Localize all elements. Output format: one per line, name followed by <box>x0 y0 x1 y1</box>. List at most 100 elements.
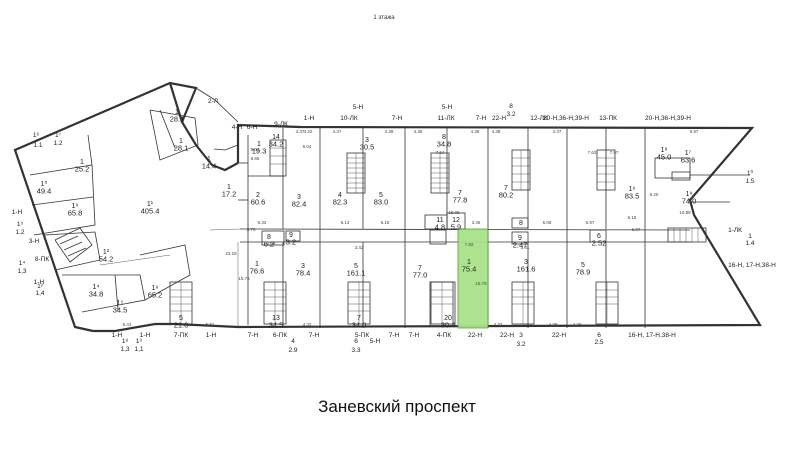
axis-label-bottom: 7-Н <box>389 332 400 339</box>
room-area: 65.8 <box>68 209 83 218</box>
stair-7pk <box>169 281 193 325</box>
room[interactable]: 114.8 <box>435 217 445 232</box>
room[interactable]: 382.4 <box>292 194 307 209</box>
room[interactable]: 8 <box>519 220 523 227</box>
dimension-label: 23.18 <box>225 251 237 256</box>
room-area: 17.2 <box>222 190 237 199</box>
room[interactable]: 119.3 <box>252 141 267 156</box>
room-number: 7 <box>357 315 361 322</box>
room-number: 13 <box>272 315 280 322</box>
room[interactable]: 62.52 <box>592 233 607 248</box>
dimension-label: 6.20 <box>650 192 659 197</box>
room-area: 83.5 <box>625 192 640 201</box>
dimension-label: 4.38 <box>492 129 501 134</box>
axis-label-bottom: 1-Н <box>112 332 123 339</box>
highlighted-unit[interactable] <box>457 228 489 329</box>
dimension-label: 4.38 <box>549 322 558 327</box>
room-area: 45.0 <box>657 153 672 162</box>
room[interactable]: 777.8 <box>453 190 468 205</box>
room[interactable]: 378.4 <box>296 263 311 278</box>
axis-label-bottom: 3.3 <box>351 347 360 354</box>
room[interactable]: 330.5 <box>360 137 375 152</box>
axis-label-bottom: 1⁹ <box>136 338 143 345</box>
room[interactable]: 260.6 <box>251 192 266 207</box>
room-number: 1⁸ <box>661 147 668 154</box>
room-number: 1⁶ <box>629 186 636 193</box>
dimension-label: 6.32 <box>258 220 267 225</box>
room[interactable]: 117.2 <box>222 184 237 199</box>
room[interactable]: 734.0 <box>352 315 367 330</box>
axis-label-bottom: 5-Н <box>370 338 381 345</box>
stair-3 <box>511 281 535 325</box>
axis-label-side: 1.2 <box>53 140 62 147</box>
room[interactable]: 128.1 <box>170 109 185 124</box>
room-area: 5.9 <box>451 223 461 232</box>
stair-11lk <box>430 152 450 194</box>
dimension-label: 7.64 <box>436 150 445 155</box>
room[interactable]: 583.0 <box>374 192 389 207</box>
axis-label-top: 6-Н <box>247 124 258 131</box>
room[interactable]: 125.9 <box>451 217 461 232</box>
room[interactable]: 578.9 <box>576 262 591 277</box>
axis-label-side: 1.1 <box>33 142 42 149</box>
axis-label-top: 20-Н,36-Н,39-Н <box>645 115 691 122</box>
room-area: 82.4 <box>292 200 307 209</box>
dimension-label: 4.37 <box>296 129 305 134</box>
room-area: 28.1 <box>174 144 189 153</box>
room[interactable]: 128.1 <box>174 138 189 153</box>
axis-label-bottom: 7-Н <box>248 332 259 339</box>
room-number: 3 <box>365 137 369 144</box>
dimension-label: 4.33 <box>494 322 503 327</box>
room[interactable]: 777.0 <box>413 265 428 280</box>
axis-label-side: 1,4 <box>35 290 44 297</box>
room[interactable]: 176.6 <box>250 261 265 276</box>
axis-label-top: 3.2 <box>506 111 515 118</box>
room-number: 5 <box>581 262 585 269</box>
axis-label-side: 1² <box>37 283 44 290</box>
room[interactable]: 114.4 <box>202 156 217 171</box>
dimension-label: 6.16 <box>381 220 390 225</box>
main-partitions <box>209 128 750 328</box>
room-number: 6 <box>597 233 601 240</box>
room-area: 78.9 <box>576 268 591 277</box>
stair-12lk <box>511 149 531 191</box>
room[interactable]: 780.2 <box>499 185 514 200</box>
axis-label-top: 2-Л <box>208 98 218 105</box>
room[interactable]: 92.47 <box>513 235 528 250</box>
room-area: 34.5 <box>113 306 128 315</box>
room-number: 1 <box>207 156 211 163</box>
room[interactable]: 125.2 <box>75 159 90 174</box>
axis-label-top: 13-ПК <box>599 115 617 122</box>
dimension-label: 5.41 <box>123 322 132 327</box>
room[interactable]: 482.3 <box>333 192 348 207</box>
room[interactable]: 86.2 <box>264 234 274 249</box>
room-area: 80.2 <box>499 191 514 200</box>
axis-label-bottom: 5-ПК <box>355 332 369 339</box>
axis-label-bottom: 22-Н <box>552 332 566 339</box>
axis-label-top: 5-Н <box>353 104 364 111</box>
room-area: 34.8 <box>89 290 104 299</box>
dimension-label: 3.42 <box>355 245 364 250</box>
room[interactable]: 93.2 <box>286 232 296 247</box>
axis-label-side: 1 <box>748 233 752 240</box>
room-highlighted[interactable]: 175.4 <box>462 259 477 274</box>
room[interactable]: 521.0 <box>174 315 189 330</box>
room[interactable]: 834.8 <box>437 134 452 149</box>
room-area: 65.2 <box>148 291 163 300</box>
